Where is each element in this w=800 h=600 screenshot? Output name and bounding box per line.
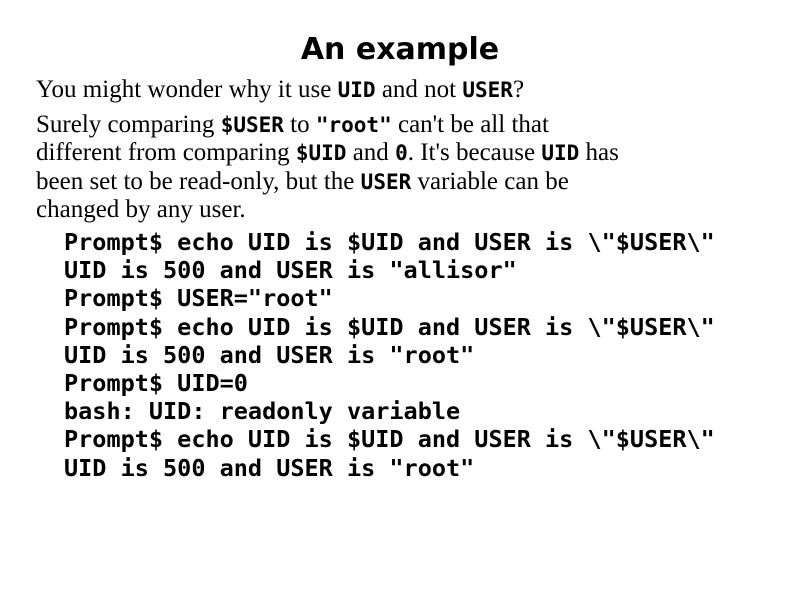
text-run: has [579,139,619,166]
inline-code: UID [337,78,376,102]
code-line: Prompt$ UID=0 [64,368,248,397]
inline-code: $USER [220,112,284,137]
text-line: changed by any user. [36,196,776,225]
code-line: Prompt$ echo UID is $UID and USER is \"$… [64,425,715,454]
text-run: Surely comparing [36,110,221,138]
inline-code: 0 [395,141,408,165]
code-line: Prompt$ USER="root" [64,284,333,313]
inline-code: USER [462,78,513,102]
text-line: You might wonder why it use UID and not … [36,76,776,105]
code-line: Prompt$ echo UID is $UID and USER is \"$… [64,312,715,341]
paragraph: You might wonder why it use UID and not … [36,76,776,105]
code-line: UID is 500 and USER is "allisor" [64,256,517,285]
text-run: You might wonder why it use [36,76,338,103]
text-run: been set to be read-only, but the [36,167,361,195]
code-block: Prompt$ echo UID is $UID and USER is \"$… [64,228,715,482]
text-run: variable can be [411,167,569,195]
text-line: Surely comparing $USER to "root" can't b… [36,111,776,140]
text-run: changed by any user. [36,196,246,223]
text-run: . It's because [407,139,542,166]
text-line: been set to be read-only, but the USER v… [36,168,776,197]
inline-code: UID [541,141,580,165]
text-run: can't be all that [391,110,549,138]
inline-code: USER [360,169,412,194]
slide-body: You might wonder why it use UID and not … [36,76,776,225]
code-line: UID is 500 and USER is "root" [64,340,475,369]
text-run: different from comparing [36,139,296,166]
code-line: bash: UID: readonly variable [64,397,461,426]
slide-title: An example [300,32,500,67]
text-run: ? [512,76,525,103]
code-line: Prompt$ echo UID is $UID and USER is \"$… [64,228,715,256]
text-run: and [346,139,396,166]
paragraph: Surely comparing $USER to "root" can't b… [36,111,776,225]
inline-code: $UID [295,141,347,165]
text-run: and not [375,76,463,103]
text-run: to [283,110,316,138]
code-line: UID is 500 and USER is "root" [64,453,475,482]
inline-code: "root" [315,112,392,137]
text-line: different from comparing $UID and 0. It'… [36,139,776,168]
